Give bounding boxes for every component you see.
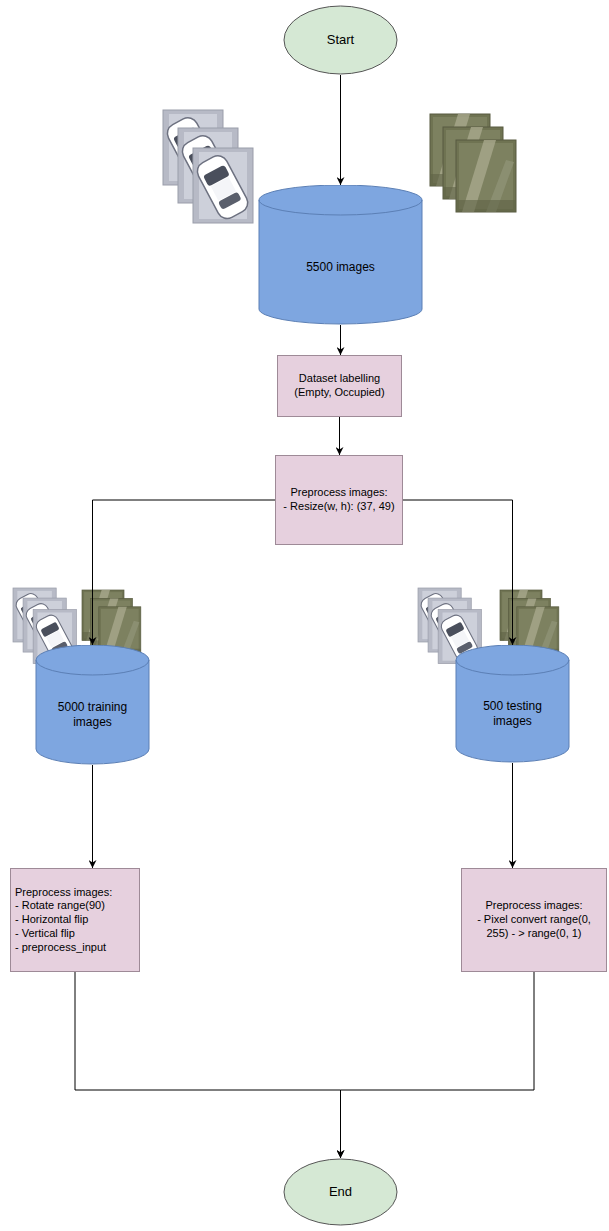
text-group: Preprocess images:- Pixel convert range(… [466,899,602,940]
process-box: Preprocess images:- Resize(w, h): (37, 4… [275,455,403,545]
node-label: 5500 images [266,260,415,275]
node-label: Preprocess images: [15,886,136,900]
text-group: Preprocess images:- Rotate range(90)- Ho… [15,886,136,955]
flow-arrow [339,417,340,455]
process-box: Dataset labelling (Empty, Occupied) [277,355,402,417]
text-group: Dataset labelling (Empty, Occupied) [282,372,397,400]
text-group: 5500 images [266,260,415,275]
node-label: Preprocess images: [466,899,602,913]
text-group: Preprocess images:- Resize(w, h): (37, 4… [280,486,398,514]
node-line: - Vertical flip [15,927,136,941]
dataset-cylinder: 500 testing images [455,645,570,763]
node-label: 500 testing images [463,699,562,729]
node-label: 5000 training images [43,700,142,730]
cyl-outline [258,185,423,325]
dataset-cylinder: 5000 training images [35,645,150,765]
text-group: 5000 training images [43,700,142,730]
dataset-cylinder: 5500 images [258,185,423,325]
flow-arrow [341,972,535,1158]
text-group: 500 testing images [463,699,562,729]
process-box: Preprocess images:- Rotate range(90)- Ho… [10,868,140,972]
end-terminal: End [283,1158,398,1226]
flow-arrow [93,500,276,645]
node-label: End [293,1184,388,1200]
node-line: - Pixel convert range(0, 255) - > range(… [466,913,602,941]
flow-arrow [512,763,513,868]
flow-arrow [403,500,513,645]
node-line: - Rotate range(90) [15,899,136,913]
node-line: - Resize(w, h): (37, 49) [280,500,398,514]
node-line: - preprocess_input [15,941,136,955]
node-line: - Horizontal flip [15,913,136,927]
empty-space-image [456,140,516,212]
flow-arrow [75,972,341,1158]
text-group: Start [293,32,388,48]
node-label: Start [293,32,388,48]
car-image [193,148,253,223]
start-terminal: Start [283,5,398,75]
flow-arrow [92,765,93,868]
text-group: End [293,1184,388,1200]
node-label: Dataset labelling (Empty, Occupied) [282,372,397,400]
flow-arrow [340,75,341,185]
flow-arrow [340,325,341,355]
process-box: Preprocess images:- Pixel convert range(… [461,868,607,972]
node-label: Preprocess images: [280,486,398,500]
